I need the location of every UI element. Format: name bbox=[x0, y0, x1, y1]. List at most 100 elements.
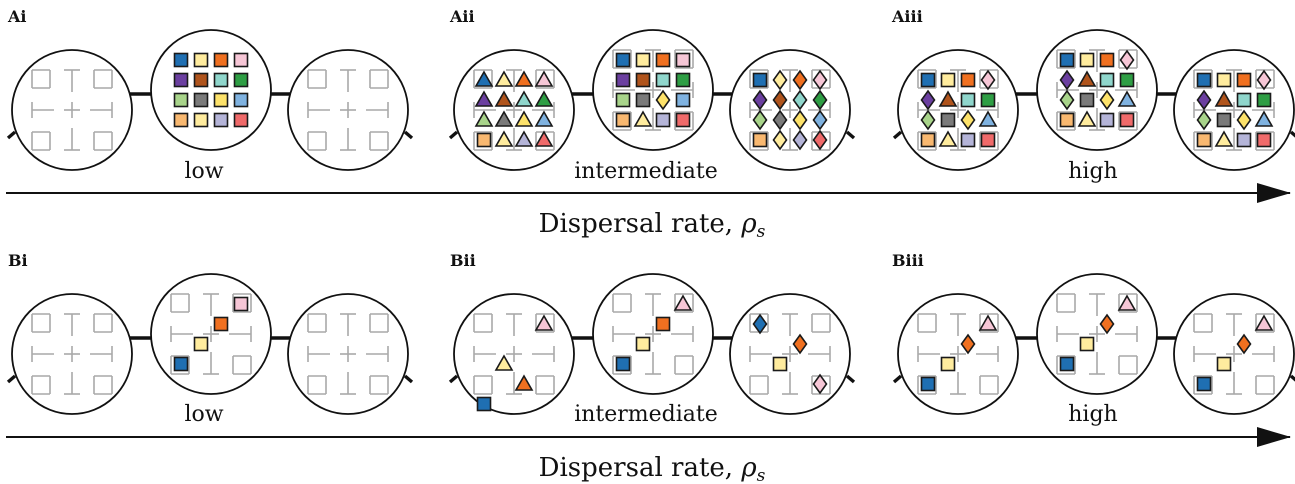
species-diamond-gold bbox=[655, 89, 671, 111]
species-triangle-lightblue bbox=[1254, 110, 1274, 127]
species-square-blue bbox=[920, 72, 936, 88]
habitat-patch bbox=[1173, 49, 1295, 171]
species-triangle-pink bbox=[534, 70, 554, 87]
species-square-orange bbox=[213, 316, 229, 332]
species-square-yellow bbox=[193, 112, 209, 128]
habitat-patch bbox=[1036, 273, 1158, 395]
species-diamond-pink bbox=[980, 69, 996, 91]
species-diamond-purple bbox=[752, 89, 768, 111]
dispersal-link bbox=[1289, 374, 1295, 382]
species-triangle-pink bbox=[1254, 314, 1274, 331]
species-diamond-gold bbox=[1236, 109, 1252, 131]
species-triangle-yellow bbox=[938, 130, 958, 147]
species-triangle-yellow bbox=[494, 354, 514, 371]
species-square-yellow bbox=[193, 52, 209, 68]
species-diamond-pink bbox=[1256, 69, 1272, 91]
habitat-patch bbox=[11, 49, 133, 171]
species-square-blue bbox=[752, 72, 768, 88]
species-square-lavender bbox=[655, 112, 671, 128]
panel-label-aiii: Aiii bbox=[891, 7, 923, 26]
species-diamond-purple bbox=[1196, 89, 1212, 111]
species-diamond-pink bbox=[812, 69, 828, 91]
scenario-label-a-intermediate: intermediate bbox=[574, 159, 718, 184]
species-square-peach bbox=[173, 112, 189, 128]
dispersal-link bbox=[403, 130, 414, 140]
species-triangle-gray bbox=[494, 110, 514, 127]
patch-panel-a3 bbox=[892, 29, 1295, 171]
species-square-green bbox=[1119, 72, 1135, 88]
species-square-green bbox=[675, 72, 691, 88]
species-square-gold bbox=[213, 92, 229, 108]
scenario-label-b-intermediate: intermediate bbox=[574, 402, 718, 427]
species-square-gray bbox=[1216, 112, 1232, 128]
species-square-purple bbox=[173, 72, 189, 88]
species-triangle-red bbox=[534, 130, 554, 147]
species-square-blue bbox=[1059, 52, 1075, 68]
patch-network-layer bbox=[6, 29, 1295, 415]
species-diamond-purple bbox=[1059, 69, 1075, 91]
habitat-patch bbox=[729, 49, 851, 171]
species-diamond-blue bbox=[752, 313, 768, 335]
panel-label-bi: Bi bbox=[8, 251, 28, 270]
habitat-patch bbox=[1036, 29, 1158, 151]
species-square-pink bbox=[233, 296, 249, 312]
species-square-yellow bbox=[635, 336, 651, 352]
species-square-peach bbox=[752, 132, 768, 148]
species-square-blue bbox=[476, 396, 492, 412]
patch-panel-b1 bbox=[6, 273, 414, 415]
species-diamond-orange bbox=[1236, 333, 1252, 355]
species-triangle-yellow bbox=[1214, 130, 1234, 147]
habitat-patch bbox=[592, 273, 714, 395]
species-square-lavender bbox=[1236, 132, 1252, 148]
species-square-brown bbox=[635, 72, 651, 88]
species-square-orange bbox=[213, 52, 229, 68]
species-square-pink bbox=[233, 52, 249, 68]
species-square-lightgreen bbox=[615, 92, 631, 108]
species-triangle-brown bbox=[494, 90, 514, 107]
habitat-patch bbox=[453, 49, 575, 171]
species-diamond-lightgreen bbox=[1059, 89, 1075, 111]
species-triangle-yellow bbox=[633, 110, 653, 127]
patch-panel-a2 bbox=[448, 29, 856, 171]
species-square-green bbox=[233, 72, 249, 88]
species-square-red bbox=[675, 112, 691, 128]
species-square-lavender bbox=[960, 132, 976, 148]
species-triangle-brown bbox=[938, 90, 958, 107]
species-square-yellow bbox=[635, 52, 651, 68]
species-square-teal bbox=[960, 92, 976, 108]
species-triangle-orange bbox=[514, 374, 534, 391]
species-square-green bbox=[980, 92, 996, 108]
species-square-gray bbox=[193, 92, 209, 108]
species-diamond-yellow bbox=[772, 129, 788, 151]
species-square-blue bbox=[1196, 72, 1212, 88]
species-diamond-gold bbox=[1099, 89, 1115, 111]
species-diamond-yellow bbox=[772, 69, 788, 91]
species-square-yellow bbox=[940, 356, 956, 372]
species-square-lightblue bbox=[675, 92, 691, 108]
scenario-label-b-high: high bbox=[1068, 402, 1117, 427]
habitat-patch bbox=[1173, 293, 1295, 415]
species-square-lavender bbox=[1099, 112, 1115, 128]
species-triangle-lavender bbox=[514, 130, 534, 147]
species-triangle-pink bbox=[978, 314, 998, 331]
panel-label-ai: Ai bbox=[7, 7, 27, 26]
species-square-lavender bbox=[213, 112, 229, 128]
dispersal-link bbox=[448, 374, 459, 384]
species-triangle-lightblue bbox=[1117, 90, 1137, 107]
species-square-lightblue bbox=[233, 92, 249, 108]
species-square-yellow bbox=[1079, 52, 1095, 68]
patch-panel-b2 bbox=[448, 273, 856, 415]
species-square-blue bbox=[1059, 356, 1075, 372]
habitat-patch bbox=[897, 49, 1019, 171]
species-triangle-purple bbox=[474, 90, 494, 107]
species-diamond-pink bbox=[812, 373, 828, 395]
species-square-gray bbox=[1079, 92, 1095, 108]
scenario-label-a-low: low bbox=[184, 159, 223, 184]
species-square-orange bbox=[1099, 52, 1115, 68]
species-diamond-lavender bbox=[792, 129, 808, 151]
dispersal-link bbox=[448, 130, 459, 140]
species-square-teal bbox=[1236, 92, 1252, 108]
species-triangle-teal bbox=[514, 90, 534, 107]
species-diamond-lightgreen bbox=[752, 109, 768, 131]
